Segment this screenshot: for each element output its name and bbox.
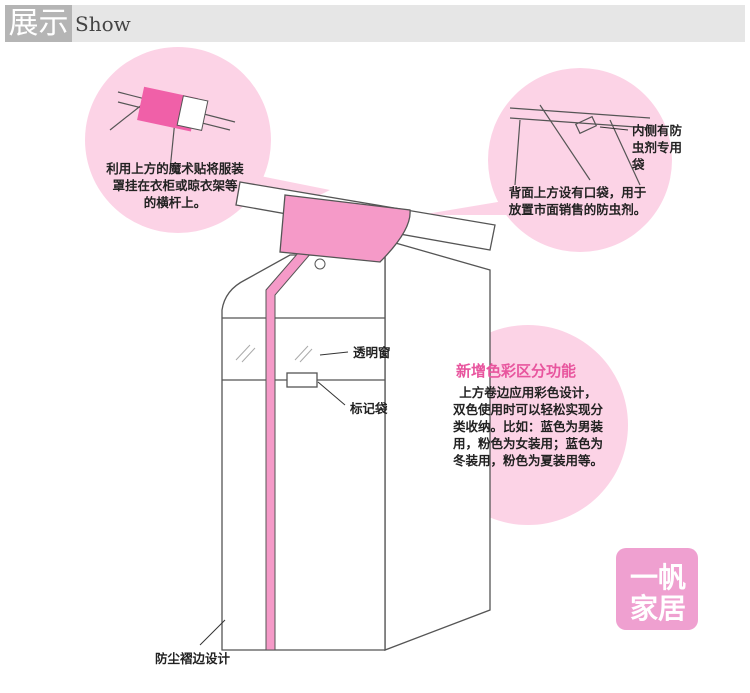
- header-title-en: Show: [75, 12, 131, 36]
- callout-detail-sketches: [109, 91, 651, 186]
- logo-line: 一帆: [629, 561, 686, 594]
- tag-pocket: [286, 372, 318, 388]
- callout-tail-right: [420, 200, 525, 215]
- text-line: 内侧有防: [632, 123, 683, 138]
- label-tag-pocket: 标记袋: [350, 401, 388, 416]
- brand-logo: [616, 548, 698, 630]
- color-feature-text: 上方卷边应用彩色设计， 双色使用时可以轻松实现分 类收纳。比如：蓝色为男装 用，…: [430, 384, 626, 469]
- bag-front: [221, 239, 386, 651]
- label-window: 透明窗: [353, 345, 391, 360]
- text-line: 冬装用，粉色为夏装用等。: [452, 453, 603, 468]
- text-line: 放置市面销售的防虫剂。: [508, 202, 647, 217]
- text-line: 用，粉色为女装用；蓝色为: [452, 436, 603, 451]
- label-hem: 防尘褶边设计: [155, 651, 231, 666]
- callout-left-text: 利用上方的魔术贴将服装 罩挂在衣柜或晾衣架等 的横杆上。: [80, 160, 270, 211]
- section-header: 展示 Show: [5, 5, 745, 42]
- callout-circle-right: [488, 68, 672, 252]
- text-line: 袋: [632, 157, 645, 172]
- window-glare-lines: [235, 344, 313, 363]
- hanging-eyelet: [314, 258, 326, 270]
- callout-inner-pocket-text: 内侧有防 虫剂专用 袋: [632, 122, 682, 173]
- color-feature-title: 新增色彩区分功能: [456, 362, 577, 380]
- text-line: 背面上方设有口袋，用于: [508, 185, 647, 200]
- logo-line: 家居: [629, 592, 686, 625]
- color-top-flap: [279, 194, 411, 263]
- text-line: 虫剂专用: [632, 140, 683, 155]
- callout-right-text: 背面上方设有口袋，用于 放置市面销售的防虫剂。: [490, 184, 665, 218]
- text-line: 类收纳。比如：蓝色为男装: [452, 419, 603, 434]
- text-line: 上方卷边应用彩色设计，: [459, 385, 597, 400]
- text-line: 利用上方的魔术贴将服装: [106, 161, 244, 176]
- text-line: 罩挂在衣柜或晾衣架等: [112, 178, 238, 193]
- label-leader-lines: [199, 126, 629, 646]
- callout-circle-left: [85, 47, 271, 233]
- header-title-cn: 展示: [5, 5, 72, 42]
- logo-text: 一帆 家居: [622, 562, 694, 624]
- velcro-tab-detail: [176, 95, 209, 131]
- text-line: 双色使用时可以轻松实现分: [452, 402, 603, 417]
- text-line: 的横杆上。: [143, 195, 207, 210]
